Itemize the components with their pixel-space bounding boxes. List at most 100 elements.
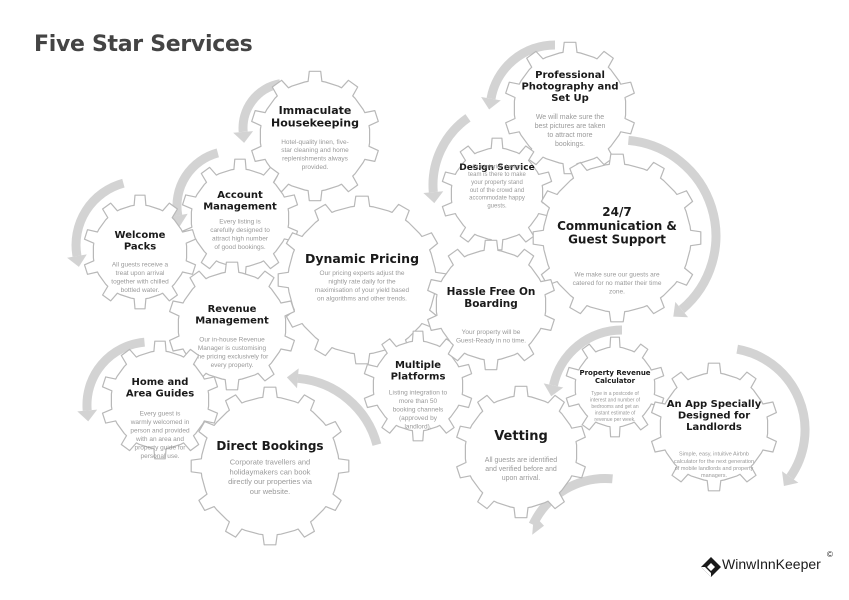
gear-title: 24/7 (602, 205, 631, 219)
gear-description: Corporate travellers and (230, 458, 310, 467)
gear-description: directly our properties via (228, 477, 313, 486)
gear-title: Designed for (678, 411, 750, 422)
gear-welcome-packs-shape (83, 194, 197, 310)
gear-description: maximisation of your yield based (315, 287, 410, 294)
logo (701, 557, 721, 577)
gear-dynamic-pricing-shape (277, 195, 447, 365)
gear-description: to attract more (547, 132, 592, 139)
gear-revenue-management-shape (169, 261, 295, 391)
gear-description: bedrooms and get an (591, 404, 638, 410)
arrow-welcome-icon (67, 178, 125, 267)
gear-description: Guest-Ready in no time. (456, 338, 526, 345)
gear-title: Landlords (686, 422, 742, 433)
gear-description: our website. (250, 487, 290, 496)
gear-property-revenue-calculator-shape (565, 336, 665, 438)
gear-description: together with chilled (111, 279, 169, 286)
gear-description: and verified before and (485, 466, 557, 473)
gear-description: attract high number (212, 236, 269, 243)
gear-description: best pictures are taken (535, 123, 606, 130)
gear-design-service-shape (441, 137, 553, 251)
gear-title: Home and (132, 377, 189, 388)
gear-description: carefully designed to (210, 227, 270, 234)
gear-description: property guide for (135, 444, 187, 451)
gear-title: Boarding (464, 298, 518, 310)
gear-title: Design Service (459, 163, 534, 173)
gear-description: Our pricing experts adjust the (320, 270, 405, 277)
page-title: Five Star Services (34, 32, 253, 57)
gear-description: All guests are identified (485, 457, 557, 464)
gear-title: Revenue (208, 304, 257, 315)
gear-description: Listing integration to (389, 390, 448, 397)
gear-account-management-shape (181, 158, 299, 278)
gear-description: upon arrival. (502, 475, 541, 482)
arrow-landlord-icon (736, 344, 810, 486)
gear-description: instant estimate of (595, 411, 636, 417)
copyright-mark: © (827, 550, 833, 559)
gear-description: replenishments always (282, 156, 349, 163)
gear-description: Manager is customising (198, 345, 267, 352)
gear-title: Professional (535, 70, 605, 81)
gear-title: Dynamic Pricing (305, 251, 419, 266)
brand-name: WinwInnKeeper (722, 556, 821, 572)
gear-description: We make sure our guests are (574, 272, 660, 279)
gear-title: Hassle Free On (447, 286, 536, 298)
arrow-design-icon (423, 114, 471, 204)
gear-title: Management (203, 202, 277, 213)
gear-description: Simple, easy, intuitive Airbnb (679, 452, 749, 458)
gear-description: provided. (302, 164, 329, 171)
gear-description: All guests receive a (112, 262, 169, 269)
gear-description: star cleaning and home (281, 147, 349, 154)
gear-title: Welcome (115, 230, 166, 241)
gear-description: Hotel-quality linen, five- (281, 139, 349, 146)
gear-description: We will make sure the (536, 114, 604, 121)
gear-title: Direct Bookings (216, 439, 323, 453)
arrow-calculator-icon (543, 325, 623, 397)
gear-description: Our in-house Revenue (199, 337, 265, 344)
gear-description: personal use. (140, 453, 179, 460)
gear-description: Your property will be (462, 329, 521, 336)
gear-description: your property stand (471, 180, 523, 186)
arrow-direct-icon (286, 368, 382, 446)
gear-title: Housekeeping (271, 117, 359, 130)
gear-communication-support-shape (532, 153, 702, 323)
gear-description: nightly rate daily for the (328, 279, 396, 286)
gear-description: of good bookings. (214, 244, 266, 251)
gear-description: managers. (701, 473, 727, 479)
gear-title: Packs (124, 242, 156, 253)
diamond-logo-icon (701, 557, 721, 577)
gear-description: warmly welcomed in (130, 419, 190, 426)
gear-title: Calculator (595, 377, 636, 385)
gear-description: accommodate happy (469, 196, 525, 202)
gear-title: Set Up (551, 93, 589, 104)
gear-description: booking channels (393, 407, 444, 414)
gear-description: calculator for the next generation (674, 459, 754, 465)
gear-description: treat upon arrival (116, 270, 165, 277)
gear-landlord-app-shape (651, 362, 777, 492)
gear-description: Every listing is (219, 219, 261, 226)
gear-description: interest and number of (590, 398, 641, 404)
gear-description: Every guest is (140, 411, 182, 418)
arrow-photography-icon (481, 40, 556, 110)
gear-home-area-guides-shape (101, 340, 219, 460)
gear-description: team is there to make (468, 172, 526, 178)
gear-description: guests. (487, 203, 507, 209)
gear-title: Guest Support (568, 233, 666, 247)
gear-title: Immaculate (279, 104, 352, 117)
gear-immaculate-housekeeping-shape (251, 70, 379, 202)
arrow-vetting-icon (528, 473, 613, 535)
gear-description: bookings. (555, 141, 585, 148)
gear-title: Area Guides (126, 389, 194, 400)
gear-description: Our interior design (472, 164, 521, 170)
